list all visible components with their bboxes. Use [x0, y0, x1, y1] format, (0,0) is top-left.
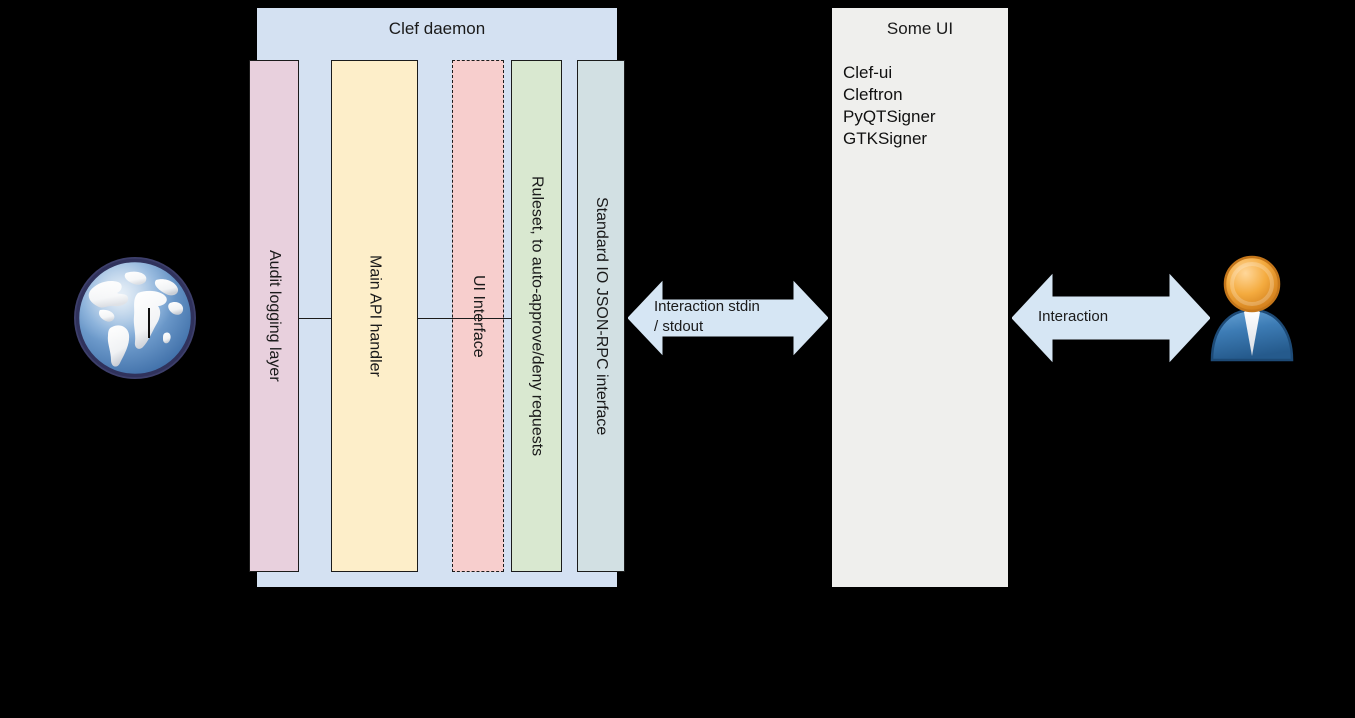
list-item: PyQTSigner	[843, 107, 936, 126]
connector-line-segment	[504, 318, 512, 319]
lane-ui-interface[interactable]: UI Interface	[452, 60, 504, 572]
stdio-arrow-label: Interaction stdin / stdout	[654, 298, 760, 335]
clef-daemon-title: Clef daemon	[388, 19, 486, 38]
connector-line-segment	[299, 318, 332, 319]
lane-ruleset-label: Ruleset, to auto-approve/deny requests	[528, 175, 546, 457]
globe-icon	[70, 253, 200, 383]
lane-audit-logging-layer[interactable]: Audit logging layer	[249, 60, 299, 572]
clef-daemon-container	[257, 8, 617, 587]
lane-stdio-label: Standard IO JSON-RPC interface	[593, 196, 610, 436]
some-ui-panel	[832, 8, 1008, 587]
lane-standard-io-json-rpc-interface[interactable]: Standard IO JSON-RPC interface	[577, 60, 625, 572]
some-ui-list: Clef-ui Cleftron PyQTSigner GTKSigner	[843, 62, 1003, 150]
lane-ui-label: UI Interface	[470, 274, 487, 358]
list-item: Cleftron	[843, 85, 903, 104]
user-arrow-label: Interaction	[1038, 308, 1109, 325]
lane-ruleset[interactable]: Ruleset, to auto-approve/deny requests	[511, 60, 562, 572]
lane-audit-label: Audit logging layer	[266, 250, 283, 382]
lane-api-label: Main API handler	[366, 255, 384, 377]
user-icon	[1204, 252, 1300, 362]
some-ui-title: Some UI	[886, 19, 954, 38]
connector-line-segment	[418, 318, 505, 319]
list-item: GTKSigner	[843, 129, 928, 148]
list-item: Clef-ui	[843, 63, 893, 82]
lane-main-api-handler[interactable]: Main API handler	[331, 60, 418, 572]
